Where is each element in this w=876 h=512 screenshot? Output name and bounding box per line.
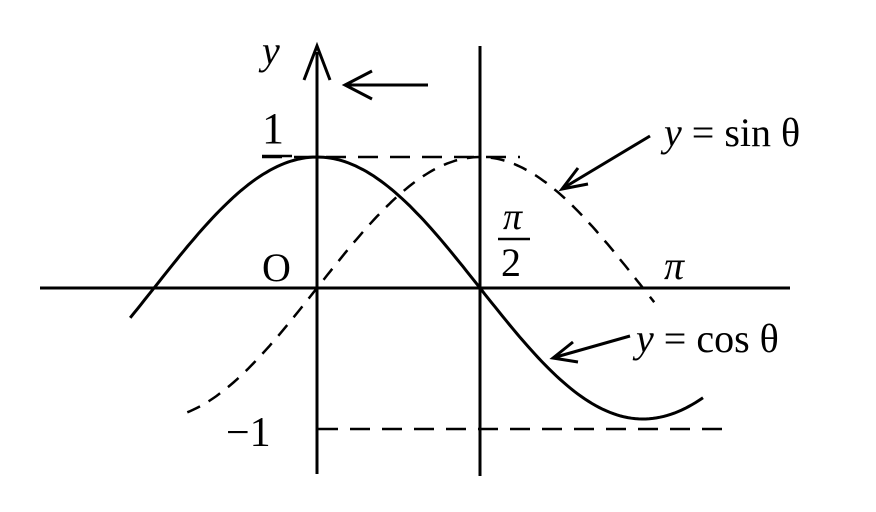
sin-label-pointer-arrow xyxy=(558,134,651,192)
y-axis-arrowhead xyxy=(302,41,332,81)
left-arrow-icon xyxy=(341,69,428,101)
pi-label: π xyxy=(664,243,685,288)
value-minus-one-label: −1 xyxy=(226,410,271,456)
cos-curve-label: y = cos θ xyxy=(632,316,779,361)
origin-label: O xyxy=(262,245,291,290)
value-one-label: 1 xyxy=(262,104,284,153)
sin-curve-label: y = sin θ xyxy=(660,110,800,155)
half-pi-denominator: 2 xyxy=(501,240,521,285)
cos-label-rest: = cos θ xyxy=(664,316,779,361)
sin-label-rest: = sin θ xyxy=(692,110,800,155)
sin-label-y: y xyxy=(660,110,682,155)
sin-curve xyxy=(186,155,656,414)
cos-label-y: y xyxy=(632,316,654,361)
y-axis-label: y xyxy=(258,28,280,73)
half-pi-numerator: π xyxy=(503,196,523,238)
cos-label-pointer-arrow xyxy=(549,334,631,364)
cos-curve xyxy=(129,155,704,421)
